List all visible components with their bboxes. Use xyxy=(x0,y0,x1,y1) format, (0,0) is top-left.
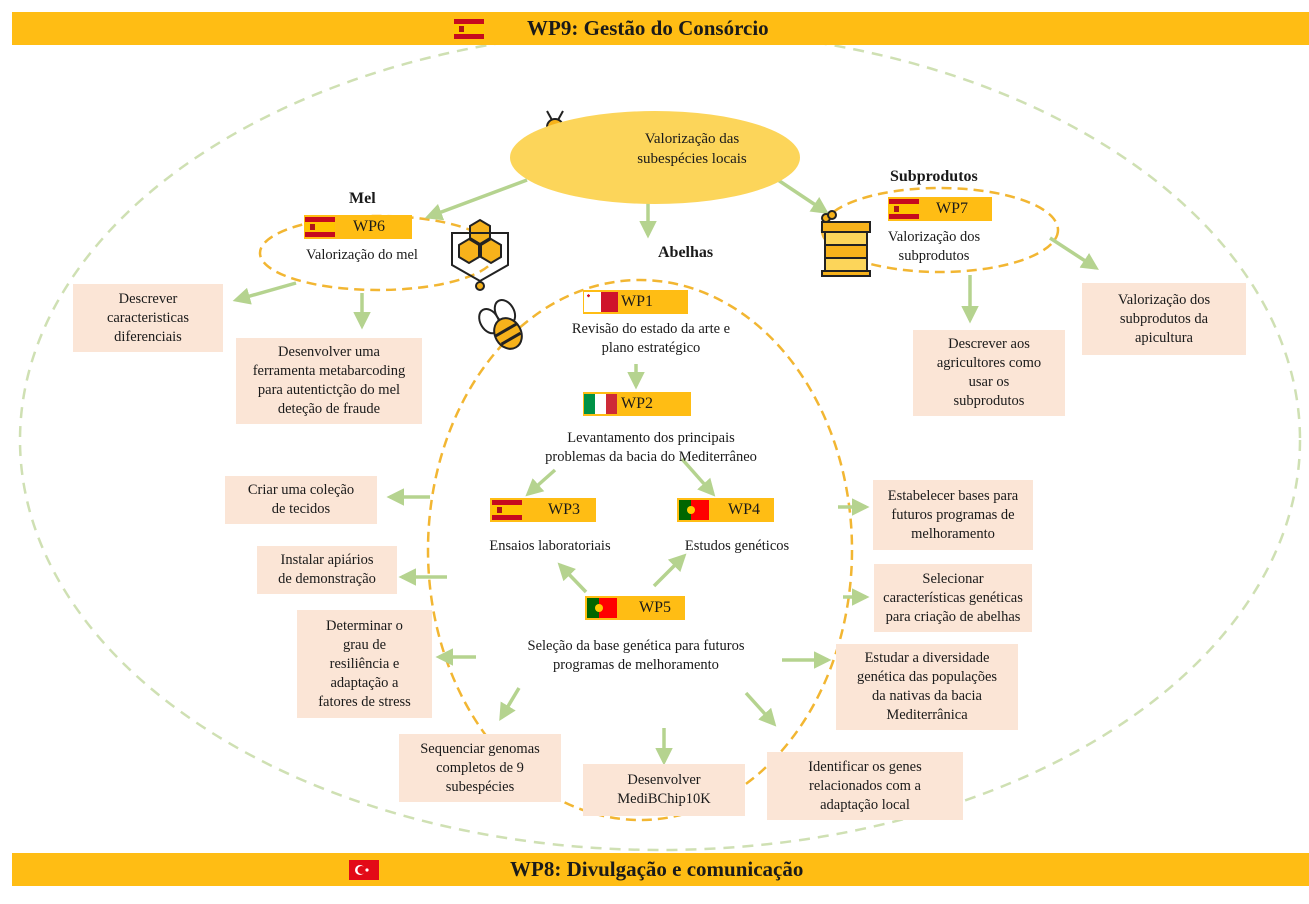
wp4-bar: WP4 xyxy=(677,498,774,522)
center-text: Valorização das subespécies locais xyxy=(637,131,747,167)
wp6-subtitle: Valorização do mel xyxy=(306,247,418,263)
header-title: WP9: Gestão do Consórcio xyxy=(527,16,769,40)
output-medibchip: Desenvolver MediBChip10K xyxy=(583,764,745,816)
spain-flag-icon xyxy=(492,500,522,525)
output-valorizacao-apicultura: Valorização dos subprodutos da apicultur… xyxy=(1082,283,1246,355)
spain-flag-icon xyxy=(889,199,919,224)
italy-flag-icon xyxy=(584,394,617,419)
wp1-label: WP1 xyxy=(621,293,653,310)
turkey-flag-icon xyxy=(349,860,379,885)
wp5-label: WP5 xyxy=(639,599,671,616)
byproducts-heading: Subprodutos xyxy=(890,168,978,185)
output-agricultores: Descrever aos agricultores como usar os … xyxy=(913,330,1065,416)
wp5-text: Seleção da base genética para futuros pr… xyxy=(527,638,745,673)
wp2-text: Levantamento dos principais problemas da… xyxy=(545,430,757,465)
wp3-text: Ensaios laboratoriais xyxy=(489,538,611,554)
wp1-text: Revisão do estado da arte e plano estrat… xyxy=(571,321,731,356)
wp2-label: WP2 xyxy=(621,395,653,412)
bees-dashed-ellipse xyxy=(426,278,854,822)
header-banner: WP9: Gestão do Consórcio xyxy=(12,12,1309,45)
output-apiarios: Instalar apiários de demonstração xyxy=(257,546,397,594)
output-colecao: Criar uma coleção de tecidos xyxy=(225,476,377,524)
beehive-icon xyxy=(821,210,871,277)
portugal-flag-icon xyxy=(587,598,617,623)
wp7-label: WP7 xyxy=(936,200,968,217)
malta-flag-icon xyxy=(584,292,618,317)
flying-bee-icon xyxy=(478,299,523,350)
honey-heading: Mel xyxy=(349,190,376,207)
wp7-bar: WP7 xyxy=(888,197,992,221)
wp2-bar: WP2 xyxy=(583,392,691,416)
wp7-subtitle: Valorização dos subprodutos xyxy=(887,229,981,264)
output-genes: Identificar os genes relacionados com a … xyxy=(767,752,963,820)
output-genomas: Sequenciar genomas completos de 9 subesp… xyxy=(399,734,561,802)
honeycomb-icon xyxy=(451,218,509,291)
footer-banner: WP8: Divulgação e comunicação xyxy=(12,853,1309,886)
output-resiliencia: Determinar o grau de resiliência e adapt… xyxy=(297,610,432,718)
portugal-flag-icon xyxy=(679,500,709,525)
outer-dashed-ellipse xyxy=(18,28,1302,852)
arrows xyxy=(232,168,1099,766)
output-selecionar: Selecionar características genéticas par… xyxy=(874,564,1032,632)
wp3-bar: WP3 xyxy=(490,498,596,522)
wp6-label: WP6 xyxy=(353,218,385,235)
wp3-label: WP3 xyxy=(548,501,580,518)
output-descrever-caracteristicas: Descrever caracteristicas diferenciais xyxy=(73,284,223,352)
output-bases: Estabelecer bases para futuros programas… xyxy=(873,480,1033,550)
wp1-bar: WP1 xyxy=(583,290,688,314)
bees-heading: Abelhas xyxy=(658,244,714,261)
output-metabarcoding: Desenvolver uma ferramenta metabarcoding… xyxy=(236,338,422,424)
footer-title: WP8: Divulgação e comunicação xyxy=(510,857,804,881)
center-ellipse xyxy=(510,111,800,204)
wp4-label: WP4 xyxy=(728,501,760,518)
output-diversidade: Estudar a diversidade genética das popul… xyxy=(836,644,1018,730)
wp5-bar: WP5 xyxy=(585,596,685,620)
spain-flag-icon xyxy=(454,19,484,44)
spain-flag-icon xyxy=(305,217,335,242)
wp4-text: Estudos genéticos xyxy=(684,538,790,554)
wp6-bar: WP6 xyxy=(304,215,412,239)
